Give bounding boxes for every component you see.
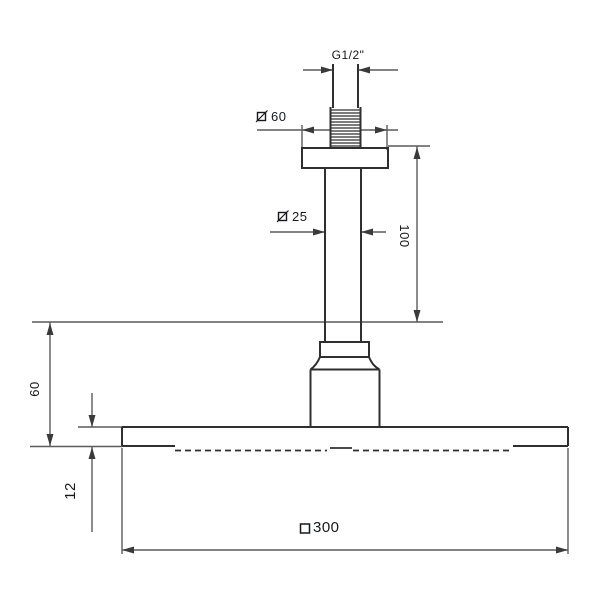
thread-hatching: [331, 109, 360, 147]
arm-length-value: 100: [397, 224, 413, 248]
plate-size-value: 300: [313, 519, 340, 536]
dimension-arrows: [46, 66, 568, 554]
plate-thickness-label: 12: [61, 476, 79, 506]
spray-nozzle-face: [175, 447, 513, 452]
arm-length-label: 100: [397, 221, 413, 251]
flange-diameter-label: 60: [255, 109, 286, 123]
square-icon: [299, 522, 311, 534]
diameter-icon: [276, 210, 289, 223]
head-height-value: 60: [26, 381, 42, 397]
diameter-icon: [255, 110, 268, 123]
pipe-diameter-value: 25: [292, 208, 308, 224]
thread-size-value: G1/2": [331, 48, 365, 62]
dimension-lines: [30, 69, 569, 554]
thread-size-label: G1/2": [318, 49, 378, 61]
flange-diameter-value: 60: [271, 108, 287, 124]
plate-thickness-value: 12: [61, 482, 79, 500]
pipe-diameter-label: 25: [276, 209, 307, 223]
plate-size-label: 300: [299, 520, 340, 535]
head-height-label: 60: [26, 375, 42, 403]
shower-head-outline: [121, 64, 569, 447]
